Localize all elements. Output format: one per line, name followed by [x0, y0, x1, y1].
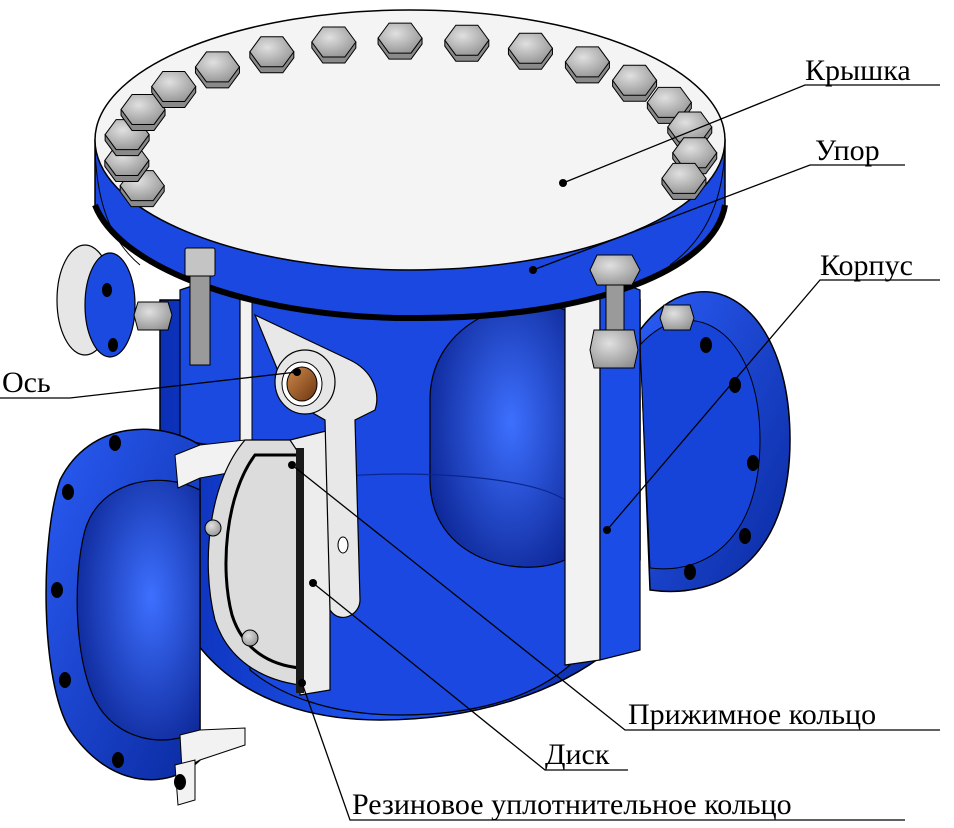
front-studs — [133, 247, 695, 369]
label-clamp-ring: Прижимное кольцо — [628, 698, 876, 731]
label-cover: Крышка — [805, 54, 911, 87]
bolt-head — [120, 93, 166, 125]
leader-dots — [288, 179, 611, 687]
bolt-head — [564, 46, 611, 78]
bolt-head — [507, 32, 554, 64]
leader-lines — [0, 84, 940, 821]
flange-holes-left — [51, 435, 186, 790]
label-rubber-ring: Резиновое уплотнительное кольцо — [352, 788, 792, 821]
outlet-flange — [639, 291, 791, 593]
bolt-head — [249, 36, 295, 68]
back-flange — [56, 244, 136, 358]
bolt-head — [194, 51, 241, 83]
bolt-head — [377, 22, 423, 54]
bolt-head — [667, 111, 713, 143]
disc — [289, 429, 331, 696]
bolt-head — [661, 162, 707, 194]
flange-holes-right — [684, 337, 759, 580]
cover-bolts — [104, 22, 718, 208]
label-stop: Упор — [815, 134, 880, 167]
cover — [92, 9, 728, 322]
bolt-head — [611, 64, 658, 96]
label-disc: Диск — [545, 738, 610, 771]
bolt-head — [646, 86, 692, 118]
bolt-head — [444, 24, 490, 56]
bolt-head — [311, 26, 357, 58]
label-body: Корпус — [820, 249, 913, 282]
seat-ring — [204, 439, 302, 686]
disc-arm — [253, 313, 378, 618]
inlet-flange — [45, 428, 246, 806]
axis-pin — [274, 349, 336, 415]
label-axis: Ось — [2, 366, 51, 399]
bolt-head — [151, 70, 197, 102]
